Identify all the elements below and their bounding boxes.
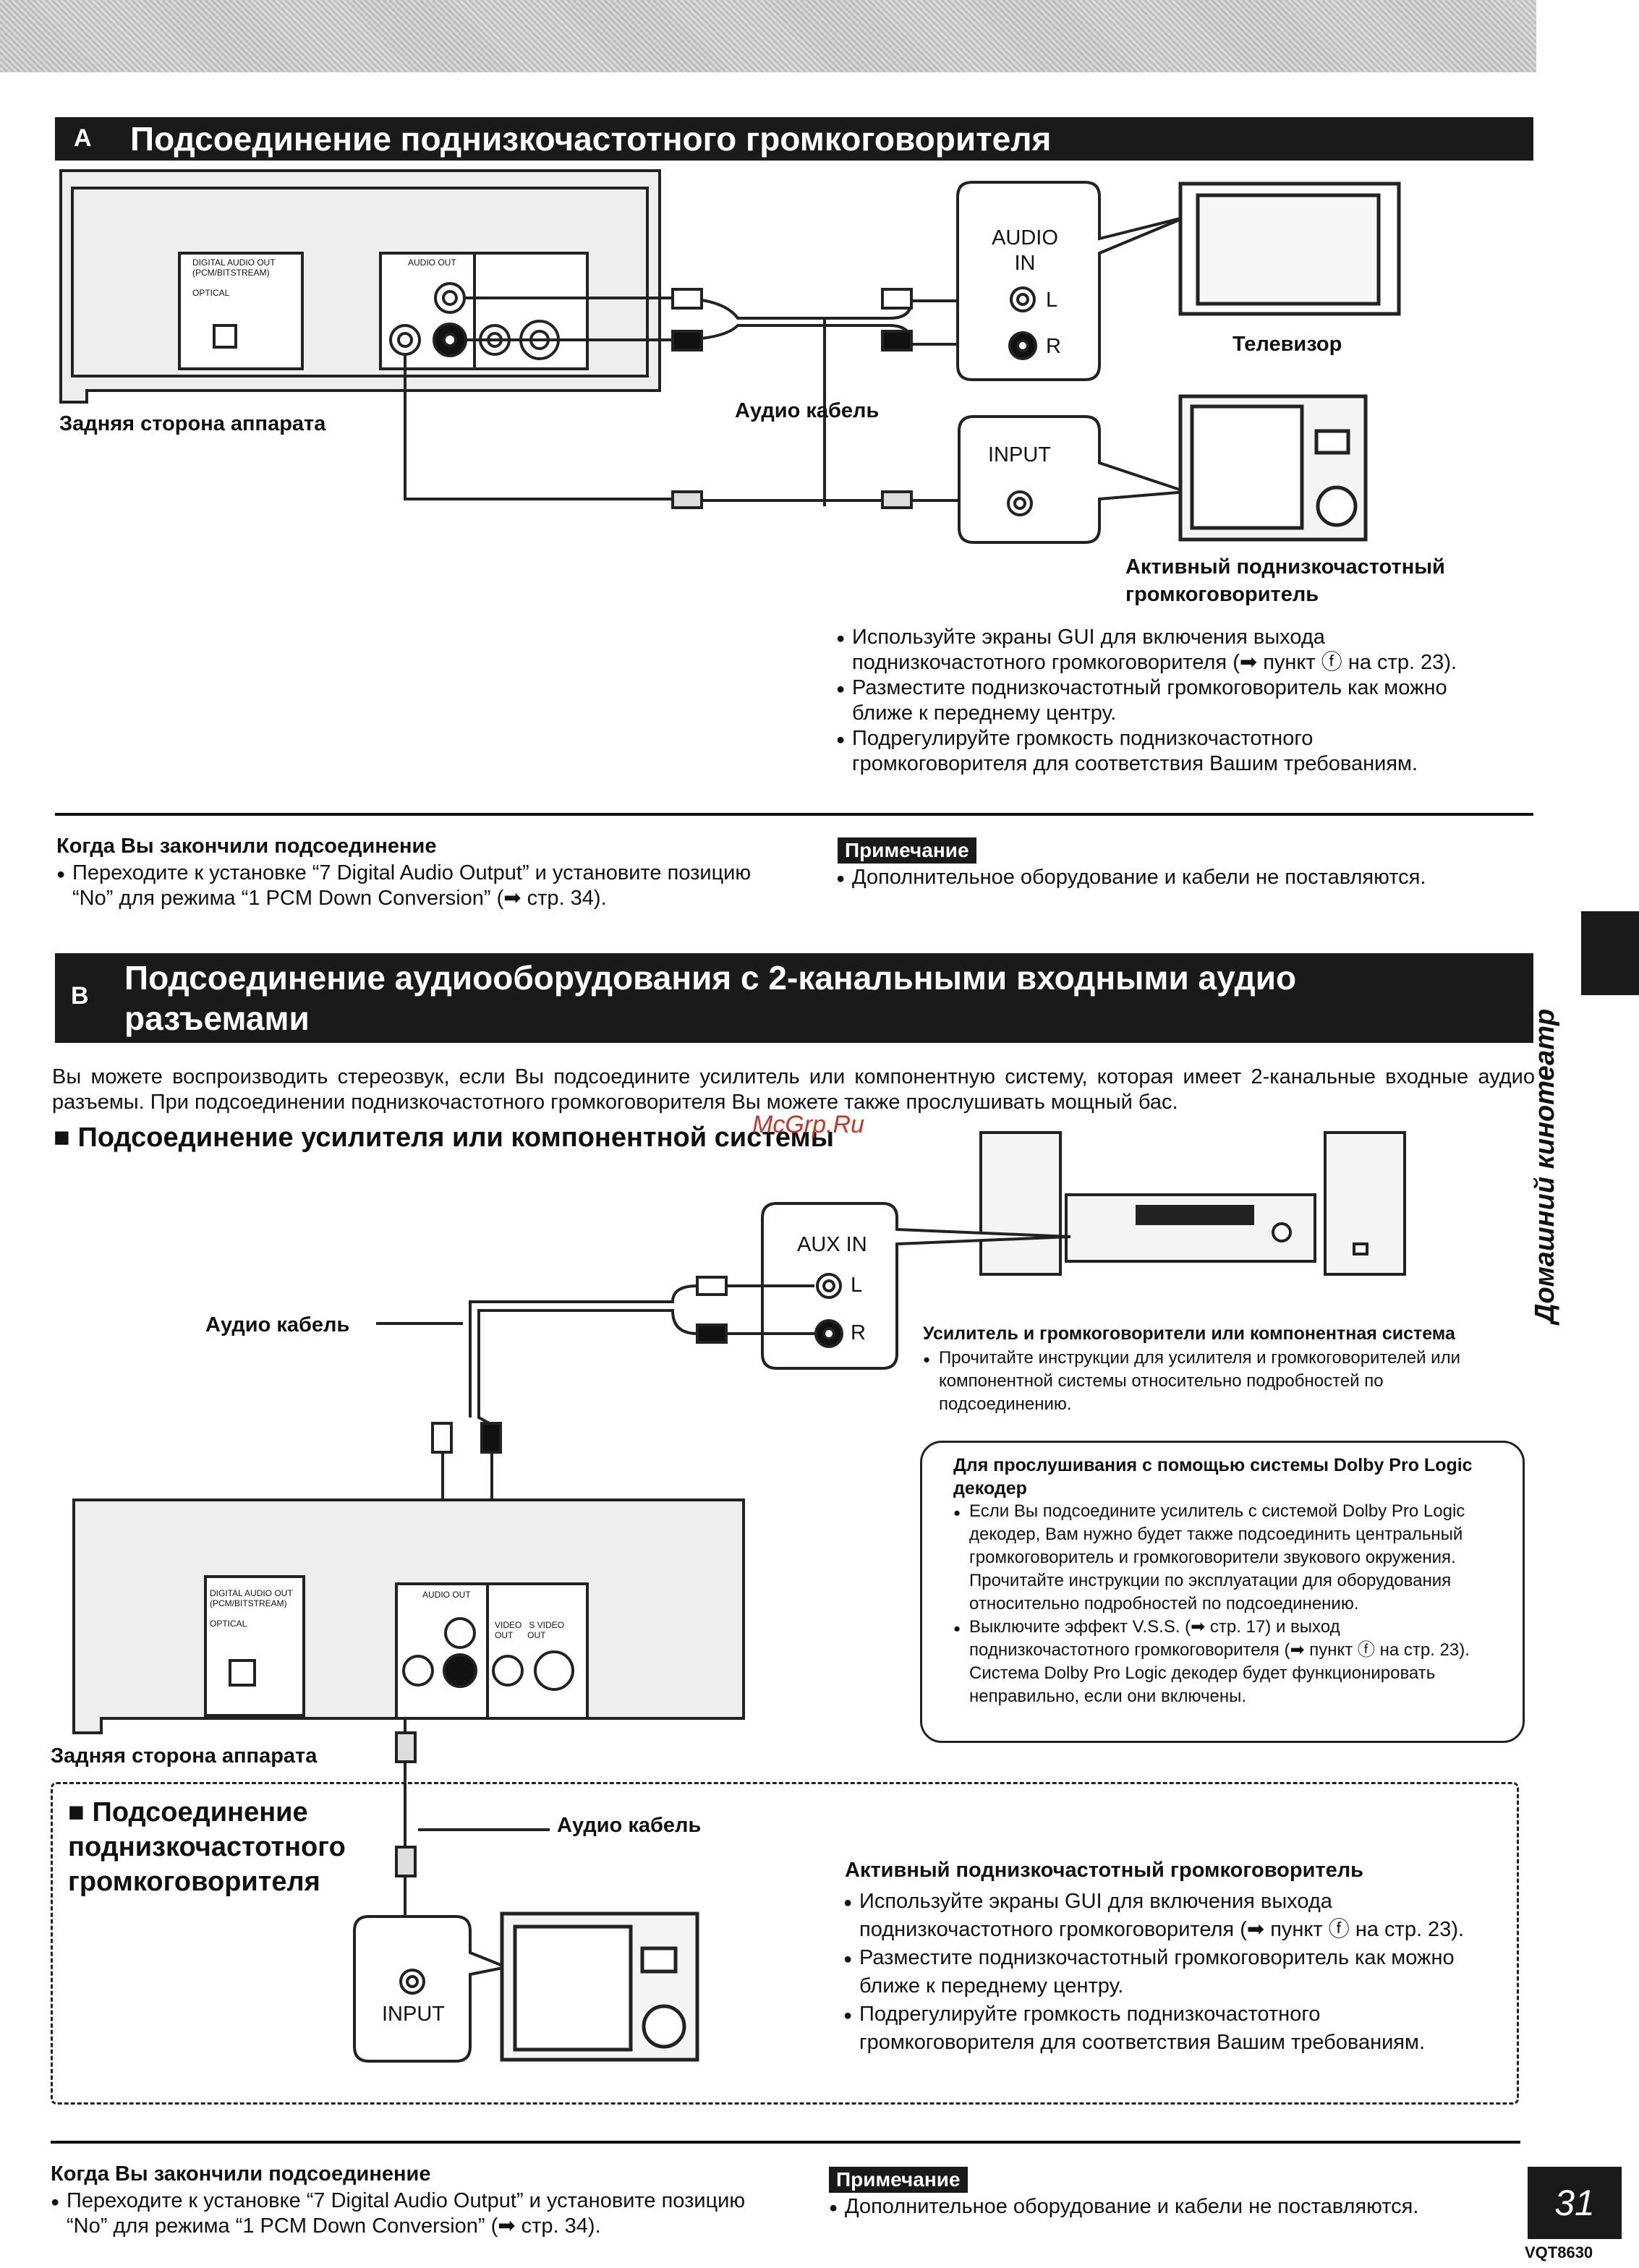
section-a-bullets: Используйте экраны GUI для включения вых… (836, 625, 1487, 777)
section-b-header: B Подсоединение аудиооборудования с 2-ка… (55, 953, 1533, 1043)
divider-a (55, 813, 1533, 816)
note-text-b: Дополнительное оборудование и кабели не … (829, 2194, 1494, 2221)
sub-input-box-b (353, 1915, 511, 2063)
amp-heading: Усилитель и громкоговорители или компоне… (923, 1323, 1455, 1344)
done-list-b: Переходите к установке “7 Digital Audio … (51, 2188, 774, 2239)
section-b-sub1: ■ Подсоединение усилителя или компонентн… (54, 1122, 835, 1153)
input-label-b: INPUT (382, 2003, 445, 2026)
panel-label-optical-b: DIGITAL AUDIO OUT(PCM/BITSTREAM)OPTICAL (210, 1588, 293, 1629)
done-text-b: Переходите к установке “7 Digital Audio … (51, 2188, 774, 2239)
subwoofer-label-a-1: Активный поднизкочастотный (1125, 555, 1445, 579)
sub-input-box-a (958, 415, 1187, 544)
panel-label-audioout-a: AUDIO OUT (408, 257, 456, 268)
dpl-heading: Для прослушивания с помощью системы Dolb… (953, 1455, 1473, 1498)
section-b-sub2: ■ Подсоединение поднизкочастотного громк… (68, 1797, 346, 1897)
panel-label-optical-a: DIGITAL AUDIO OUT(PCM/BITSTREAM)OPTICAL (192, 257, 276, 298)
list-item: Используйте экраны GUI для включения вых… (836, 625, 1487, 675)
subwoofer-label-a-2: громкоговоритель (1125, 583, 1319, 606)
port-l-label-b: L (851, 1274, 863, 1297)
page-number: 31 (1528, 2167, 1622, 2239)
doc-code: VQT8630 (1525, 2243, 1593, 2261)
rear-panel-b (72, 1498, 745, 1734)
dolby-pro-logic-box (920, 1441, 1525, 1743)
list-item: Подрегулируйте громкость поднизкочастотн… (836, 726, 1487, 777)
dpl-list: Если Вы подсоедините усилитель с системо… (953, 1500, 1503, 1708)
subwoofer-illustration-a (1178, 394, 1368, 542)
cable-label-b-2: Аудио кабель (557, 1814, 702, 1837)
section-a-diagram (59, 169, 1401, 544)
audio-in-label-a: AUDIO IN (992, 226, 1058, 275)
sub-list-b: Используйте экраны GUI для включения вых… (843, 1888, 1480, 2057)
list-item: Используйте экраны GUI для включения вых… (843, 1888, 1480, 1944)
section-b-title: Подсоединение аудиооборудования с 2-кана… (124, 959, 1297, 1037)
amp-text: Прочитайте инструкции для усилителя и гр… (923, 1347, 1516, 1416)
subwoofer-illustration-b (500, 1911, 699, 2062)
side-tab-text: Домашний кинотеатр (1530, 1008, 1560, 1323)
side-tab-block (1581, 911, 1639, 995)
section-a-letter: A (74, 124, 92, 152)
port-r-label-a: R (1046, 335, 1061, 358)
done-list-a: Переходите к установке “7 Digital Audio … (56, 861, 780, 911)
rear-panel-a (59, 169, 661, 404)
cable-label-b: Аудио кабель (205, 1313, 350, 1336)
tv-illustration (1178, 182, 1401, 316)
note-list-b: Дополнительное оборудование и кабели не … (829, 2194, 1494, 2221)
port-r-label-b: R (851, 1321, 866, 1344)
aux-in-box (761, 1202, 1071, 1370)
note-label-b: Примечание (829, 2167, 968, 2193)
rear-label-b: Задняя сторона аппарата (51, 1744, 318, 1768)
input-label-a: INPUT (988, 443, 1051, 466)
list-item: Разместите поднизкочастотный громкоговор… (843, 1944, 1480, 2000)
note-label-a: Примечание (838, 837, 976, 864)
section-b-diagram (72, 1131, 1406, 2063)
section-a-header: A Подсоединение поднизкочастотного громк… (55, 117, 1533, 161)
subwoofer-dashed-region (51, 1782, 1519, 2105)
port-l-label-a: L (1046, 289, 1058, 312)
watermark: McGrp.Ru (752, 1111, 864, 1138)
top-pattern-strip (0, 0, 1536, 72)
section-b-letter: B (71, 982, 89, 1010)
divider-b (51, 2141, 1520, 2144)
section-a-title: Подсоединение поднизкочастотного громког… (130, 120, 1052, 158)
list-item: Подрегулируйте громкость поднизкочастотн… (843, 2000, 1480, 2057)
list-item: Если Вы подсоедините усилитель с системо… (953, 1500, 1503, 1616)
done-heading-a: Когда Вы закончили подсоединение (56, 835, 437, 858)
panel-label-audioout-b: AUDIO OUT (422, 1590, 471, 1600)
rear-label-a: Задняя сторона аппарата (59, 412, 326, 435)
sub-heading-b: Активный поднизкочастотный громкоговорит… (845, 1859, 1364, 1882)
done-heading-b: Когда Вы закончили подсоединение (51, 2162, 431, 2186)
list-item: Разместите поднизкочастотный громкоговор… (836, 675, 1487, 726)
done-text-a: Переходите к установке “7 Digital Audio … (56, 861, 780, 911)
section-b-intro: Вы можете воспроизводить стереозвук, есл… (52, 1065, 1535, 1114)
list-item: Выключите эффект V.S.S. (➡ стр. 17) и вы… (953, 1616, 1503, 1708)
aux-in-label: AUX IN (797, 1233, 867, 1256)
amplifier-system-illustration (979, 1131, 1406, 1276)
cable-label-a: Аудио кабель (735, 399, 880, 422)
tv-label: Телевизор (1233, 333, 1342, 356)
amp-list: Прочитайте инструкции для усилителя и гр… (923, 1347, 1516, 1416)
tv-audio-in-box (956, 181, 1187, 381)
note-text-a: Дополнительное оборудование и кабели не … (836, 865, 1502, 892)
note-list-a: Дополнительное оборудование и кабели не … (836, 865, 1502, 892)
